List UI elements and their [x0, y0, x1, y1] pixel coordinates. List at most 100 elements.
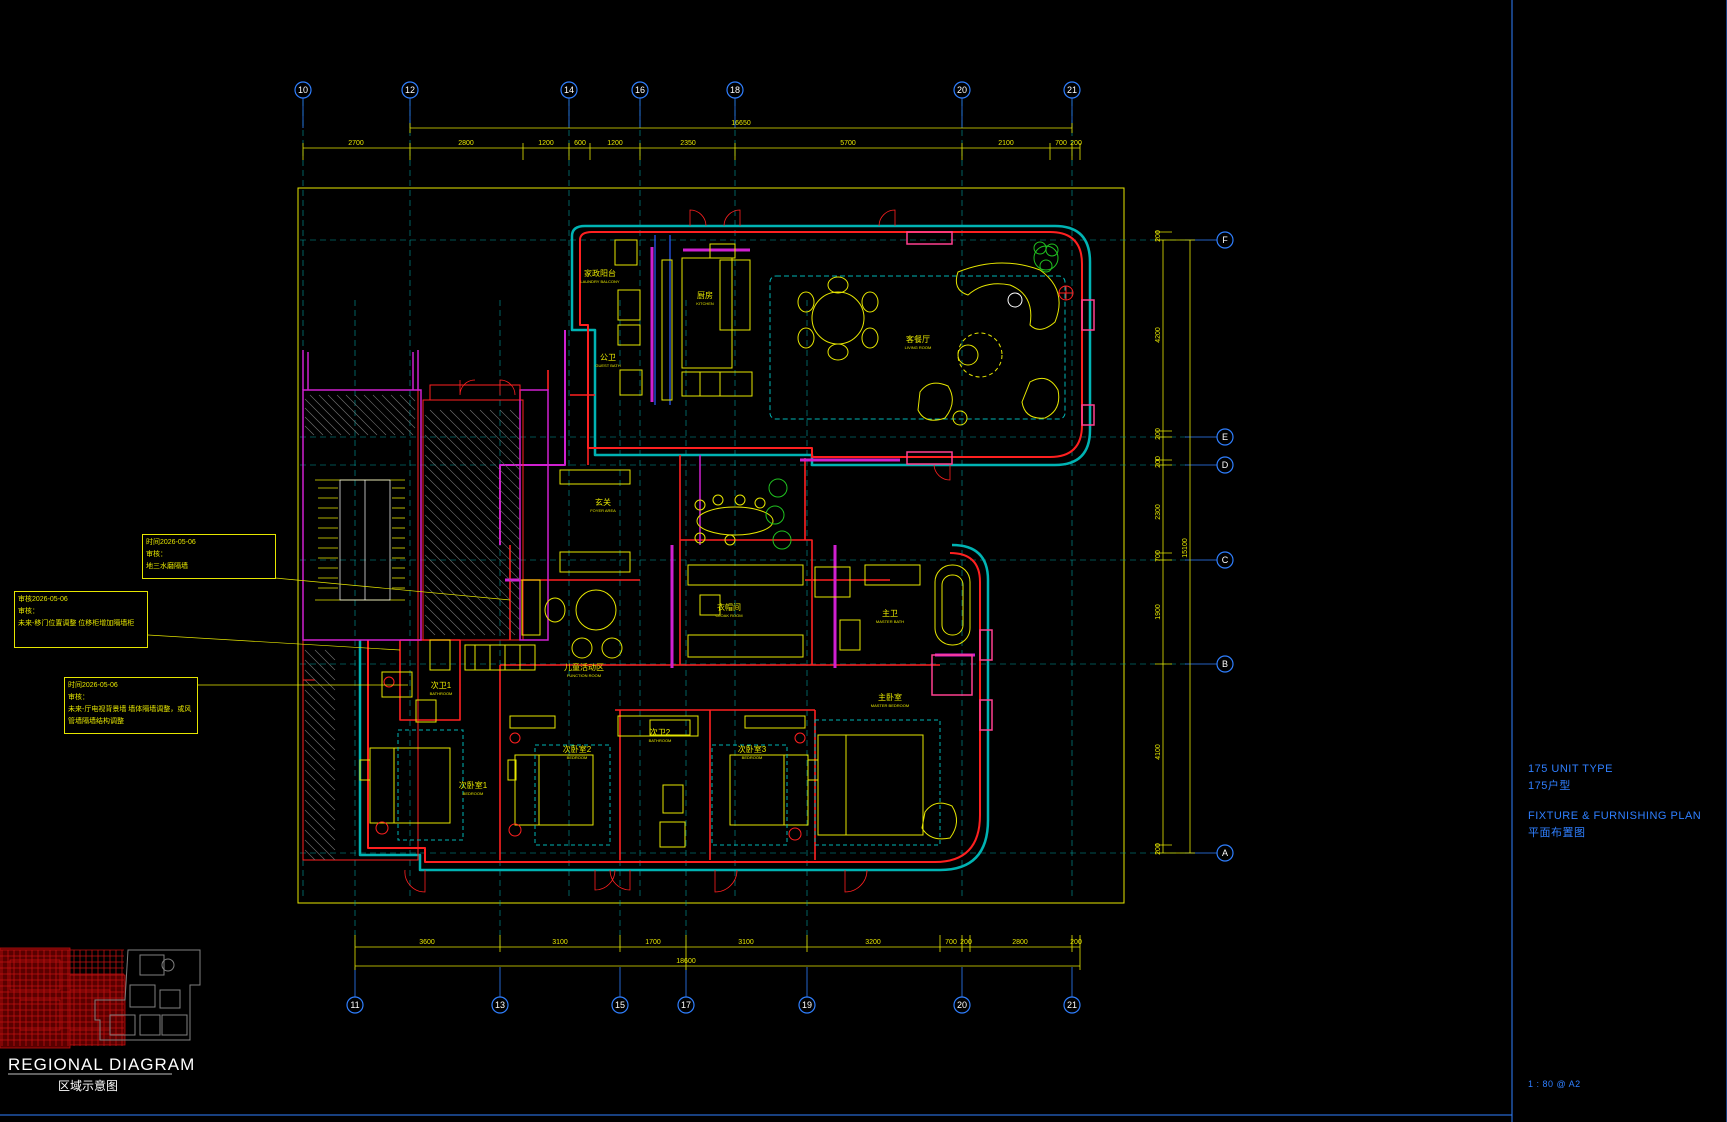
note-line: 审核： [146, 551, 167, 558]
svg-text:F: F [1222, 235, 1228, 245]
dimension-label: 3100 [738, 939, 754, 946]
svg-text:21: 21 [1067, 1000, 1077, 1010]
dimension-label: 200 [960, 939, 972, 946]
svg-text:次卧室1: 次卧室1 [459, 780, 488, 790]
regional-diagram-thumbnail [0, 947, 201, 1075]
dimension-label: 1200 [607, 140, 623, 147]
note-line: 审核： [18, 608, 39, 615]
regional-diagram-subtitle: 区域示意图 [58, 1079, 119, 1093]
revision-note-1: 时间2026-05-06 审核： 地三水磨隔墙 [142, 534, 276, 579]
axis-bubble-19: 19 [798, 967, 816, 1014]
svg-text:18: 18 [730, 85, 740, 95]
svg-text:MASTER BEDROOM: MASTER BEDROOM [871, 703, 909, 708]
svg-text:19: 19 [802, 1000, 812, 1010]
axis-bubble-13: 13 [491, 967, 509, 1014]
dimension-label: 200 [1070, 140, 1082, 147]
axis-bubble-20: 20 [953, 967, 971, 1014]
svg-text:次卧室3: 次卧室3 [738, 744, 767, 754]
overall-dimension: 15100 [1182, 538, 1189, 558]
plan-title-cn: 平面布置图 [1528, 827, 1586, 839]
title-block: 175 UNIT TYPE 175户型 FIXTURE & FURNISHING… [1512, 0, 1727, 1122]
axis-bubble-14: 14 [560, 81, 578, 128]
dimension-label: 700 [1155, 550, 1162, 562]
note-date: 时间2026-05-06 [146, 539, 196, 546]
svg-text:BEDROOM: BEDROOM [567, 755, 588, 760]
dimension-label: 1900 [1155, 604, 1162, 620]
svg-text:FUNCTION ROOM: FUNCTION ROOM [567, 673, 601, 678]
door-swings [404, 209, 951, 893]
note-leaders [147, 577, 511, 686]
svg-text:BEDROOM: BEDROOM [742, 755, 763, 760]
dimension-label: 1700 [645, 939, 661, 946]
svg-text:厨房: 厨房 [697, 290, 713, 300]
axis-bubble-21: 21 [1063, 967, 1081, 1014]
top-dimension-lines [302, 123, 1081, 160]
dimension-label: 2700 [348, 140, 364, 147]
svg-text:GUEST BATH: GUEST BATH [595, 363, 620, 368]
right-dimension-lines [1155, 231, 1195, 854]
axis-bubble-18: 18 [726, 81, 744, 128]
svg-text:MASTER BATH: MASTER BATH [876, 619, 904, 624]
furniture [359, 239, 1066, 848]
svg-text:BEDROOM: BEDROOM [463, 791, 484, 796]
svg-text:D: D [1222, 460, 1229, 470]
axis-bubble-10: 10 [294, 81, 312, 128]
svg-text:CLOAK ROOM: CLOAK ROOM [715, 613, 742, 618]
dimension-label: 700 [1055, 140, 1067, 147]
svg-text:客餐厅: 客餐厅 [906, 334, 930, 344]
svg-text:主卧室: 主卧室 [878, 692, 902, 702]
svg-text:公卫: 公卫 [600, 353, 616, 362]
svg-text:20: 20 [957, 1000, 967, 1010]
ceiling-fixtures [375, 285, 1074, 841]
dimension-label: 3600 [419, 939, 435, 946]
svg-text:FOYER AREA: FOYER AREA [590, 508, 616, 513]
axis-bubble-15: 15 [611, 967, 629, 1014]
svg-text:C: C [1222, 555, 1229, 565]
dimension-label: 600 [574, 140, 586, 147]
svg-text:12: 12 [405, 85, 415, 95]
note-line: 地三水磨隔墙 [146, 563, 188, 570]
axis-bubble-16: 16 [631, 81, 649, 128]
svg-text:B: B [1222, 659, 1228, 669]
dimension-label: 200 [1070, 939, 1082, 946]
plants [765, 241, 1059, 550]
unit-type-cn: 175户型 [1528, 780, 1571, 792]
dimension-label: 1200 [538, 140, 554, 147]
axis-bubble-17: 17 [677, 967, 695, 1014]
plan-title-en: FIXTURE & FURNISHING PLAN [1528, 810, 1702, 822]
note-line: 未来-厅电视背景墙 墙体隔墙调整，或风管墙隔墙结构调整 [68, 706, 192, 725]
stair-core [302, 350, 549, 861]
svg-text:21: 21 [1067, 85, 1077, 95]
regional-diagram-title: REGIONAL DIAGRAM [8, 1055, 196, 1074]
svg-text:15: 15 [615, 1000, 625, 1010]
bottom-dimension-lines [354, 935, 1081, 970]
dimension-label: 200 [1155, 428, 1162, 440]
dimension-label: 5700 [840, 140, 856, 147]
dimension-label: 2100 [998, 140, 1014, 147]
svg-text:主卫: 主卫 [882, 608, 898, 618]
svg-text:LIVING ROOM: LIVING ROOM [905, 345, 932, 350]
svg-text:BATHROOM: BATHROOM [430, 691, 453, 696]
svg-text:次卫1: 次卫1 [431, 680, 452, 690]
svg-text:20: 20 [957, 85, 967, 95]
axis-bubble-20: 20 [953, 81, 971, 128]
svg-text:儿童活动区: 儿童活动区 [564, 662, 604, 672]
svg-text:家政阳台: 家政阳台 [584, 268, 616, 278]
svg-text:玄关: 玄关 [595, 497, 611, 507]
dimension-label: 4100 [1155, 744, 1162, 760]
dimension-label: 2800 [458, 140, 474, 147]
note-line: 审核： [68, 694, 89, 701]
revision-note-2: 审核2026-05-06 审核： 未来-移门位置调整 位移柜增加隔墙柜 [14, 591, 148, 648]
